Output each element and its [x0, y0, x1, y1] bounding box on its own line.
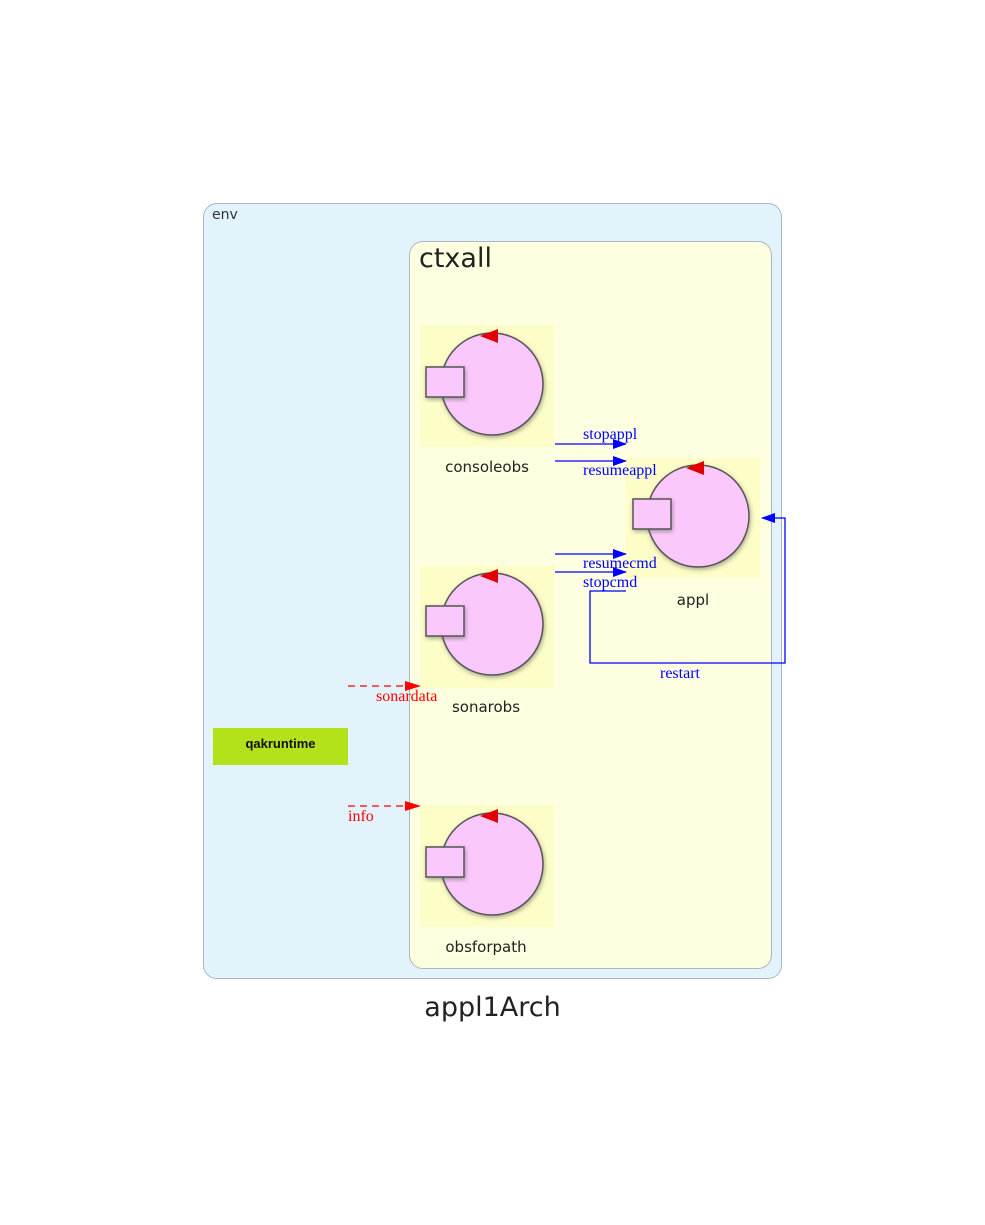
actor-obsforpath-marker	[480, 809, 498, 823]
actor-sonarobs-label: sonarobs	[451, 698, 521, 716]
msg-stopcmd-label: stopcmd	[583, 574, 637, 591]
env-label: env	[212, 207, 238, 223]
msg-resumeappl-label: resumeappl	[583, 462, 657, 479]
actor-consoleobs-label: consoleobs	[445, 458, 529, 476]
actor-consoleobs-marker	[480, 329, 498, 343]
diagram-title: appl1Arch	[424, 992, 561, 1023]
msg-info-label: info	[348, 808, 374, 825]
actor-obsforpath[interactable]	[420, 805, 554, 927]
actor-appl-port	[632, 498, 672, 530]
actor-consoleobs-port	[425, 366, 465, 398]
actor-appl[interactable]	[626, 458, 760, 578]
actor-sonarobs-port	[425, 605, 465, 637]
msg-sonardata-label: sonardata	[376, 688, 437, 705]
runtime-node: qakruntime	[213, 728, 348, 765]
actor-appl-marker	[686, 461, 704, 475]
msg-resumecmd-label: resumecmd	[583, 555, 657, 572]
actor-obsforpath-label: obsforpath	[445, 938, 527, 956]
context-label: ctxall	[419, 243, 492, 274]
runtime-label: qakruntime	[245, 736, 316, 751]
msg-restart-label: restart	[660, 665, 701, 682]
msg-stopappl-label: stopappl	[583, 426, 638, 443]
actor-sonarobs-marker	[480, 569, 498, 583]
actor-consoleobs[interactable]	[420, 325, 554, 447]
msg-restart-arrow	[589, 513, 786, 664]
actor-sonarobs[interactable]	[420, 566, 554, 688]
actor-obsforpath-port	[425, 846, 465, 878]
actor-appl-label: appl	[676, 591, 710, 609]
